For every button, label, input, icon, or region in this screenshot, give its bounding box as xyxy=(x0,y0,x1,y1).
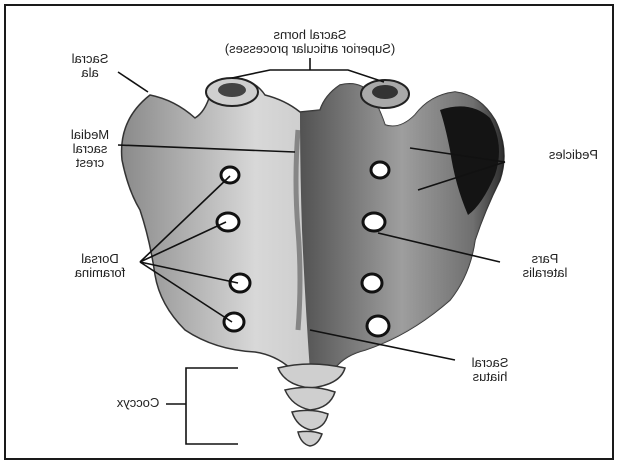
label-sacral-hiatus: Sacral hiatus xyxy=(455,356,525,384)
label-sacral-ala: Sacral ala xyxy=(60,52,120,80)
label-dorsal-foramina: Dorsal foramina xyxy=(60,252,140,280)
label-pedicles: Pedicles xyxy=(508,148,598,162)
label-medial-sacral-crest: Medial sacral crest xyxy=(60,128,120,170)
label-pars-lateralis: Pars lateralis xyxy=(505,252,585,280)
label-coccyx: Coccyx xyxy=(108,396,168,410)
coccyx-bone xyxy=(278,364,345,446)
label-sacral-horns: Sacral horns (Superior articular process… xyxy=(180,28,440,56)
